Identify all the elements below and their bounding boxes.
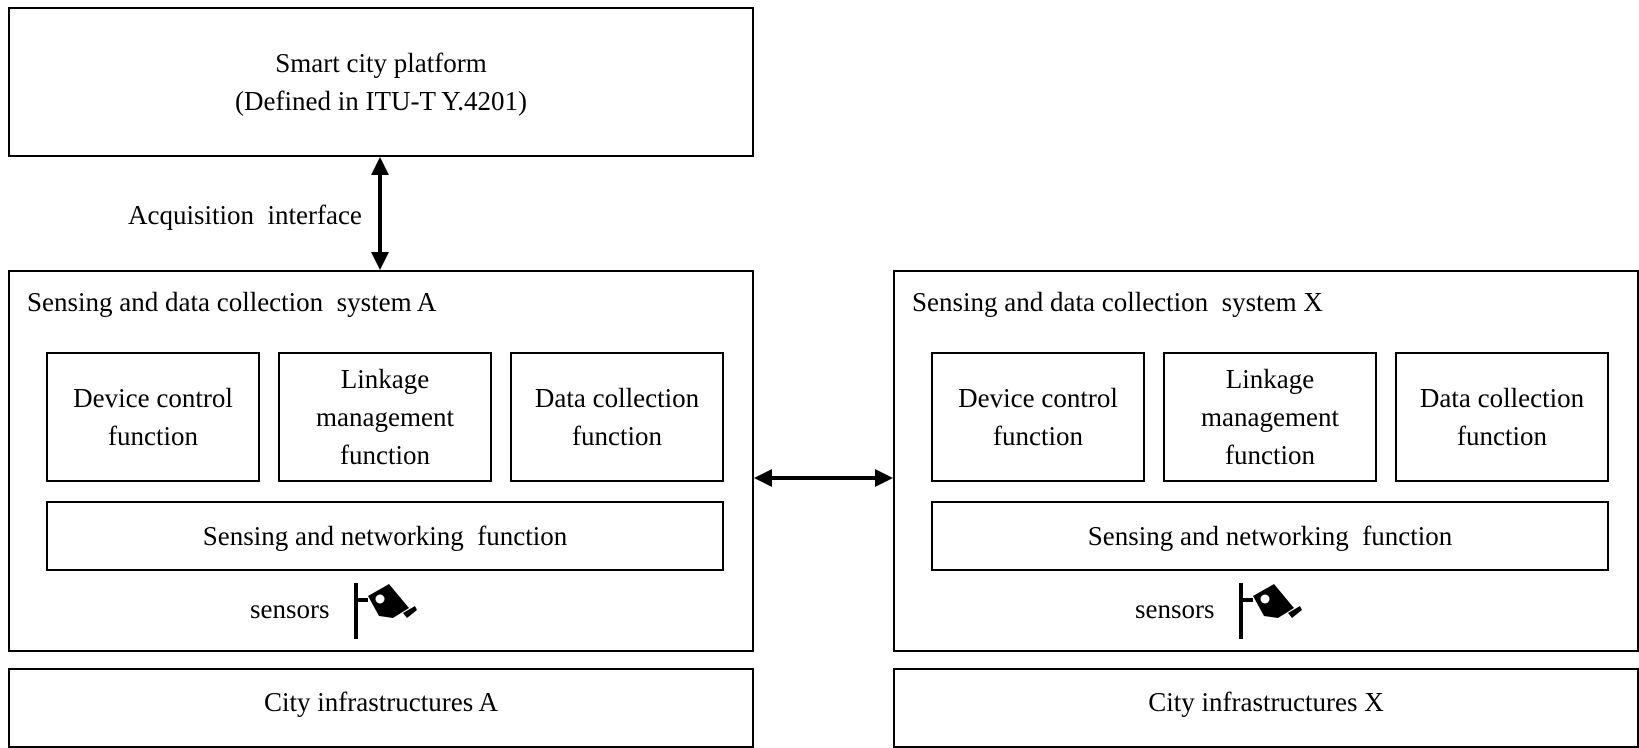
sensors-label-x: sensors [1135, 594, 1215, 624]
city-infrastructures-x-box: City infrastructures X [893, 668, 1639, 748]
function-label-line: Linkage [340, 364, 430, 394]
function-label-line: Data collection [1419, 383, 1585, 413]
function-label-line: management [316, 402, 454, 432]
sensing-system-x-box: Sensing and data collection system X Dev… [893, 270, 1639, 652]
infrastructure-label-a: City infrastructures A [264, 687, 498, 717]
sensors-label-a: sensors [250, 594, 330, 624]
function-label-line: function [1457, 421, 1547, 451]
smart-city-platform-box: Smart city platform (Defined in ITU-T Y.… [8, 7, 754, 157]
platform-subtitle: (Defined in ITU-T Y.4201) [235, 86, 527, 116]
function-label-line: Data collection [534, 383, 700, 413]
function-label-line: Linkage [1225, 364, 1315, 394]
infrastructure-label-x: City infrastructures X [1148, 687, 1384, 717]
function-label-line: management [1201, 402, 1339, 432]
function-label-line: function [340, 440, 430, 470]
device-control-function-a: Device control function [46, 352, 260, 482]
function-label-line: function [108, 421, 198, 451]
device-control-function-x: Device control function [931, 352, 1145, 482]
function-label-line: function [993, 421, 1083, 451]
surveillance-camera-icon [1239, 583, 1302, 639]
surveillance-camera-icon [354, 583, 417, 639]
data-collection-function-a: Data collection function [510, 352, 724, 482]
sensing-networking-function-x: Sensing and networking function [931, 501, 1609, 571]
networking-label: Sensing and networking function [1087, 521, 1453, 551]
function-label-line: function [1225, 440, 1315, 470]
function-label-line: Device control [73, 383, 233, 413]
linkage-management-function-a: Linkage management function [278, 352, 492, 482]
city-infrastructures-a-box: City infrastructures A [8, 668, 754, 748]
function-label-line: Device control [958, 383, 1118, 413]
networking-label: Sensing and networking function [202, 521, 568, 551]
data-collection-function-x: Data collection function [1395, 352, 1609, 482]
function-label-line: function [572, 421, 662, 451]
inter-system-arrow [754, 469, 893, 487]
sensing-system-a-box: Sensing and data collection system A Dev… [8, 270, 754, 652]
sensing-networking-function-a: Sensing and networking function [46, 501, 724, 571]
linkage-management-function-x: Linkage management function [1163, 352, 1377, 482]
platform-title: Smart city platform [275, 48, 487, 78]
acquisition-interface-label: Acquisition interface [128, 200, 362, 230]
acquisition-interface-arrow [371, 157, 389, 270]
sensing-system-a-title: Sensing and data collection system A [27, 287, 437, 317]
sensing-system-x-title: Sensing and data collection system X [912, 287, 1323, 317]
